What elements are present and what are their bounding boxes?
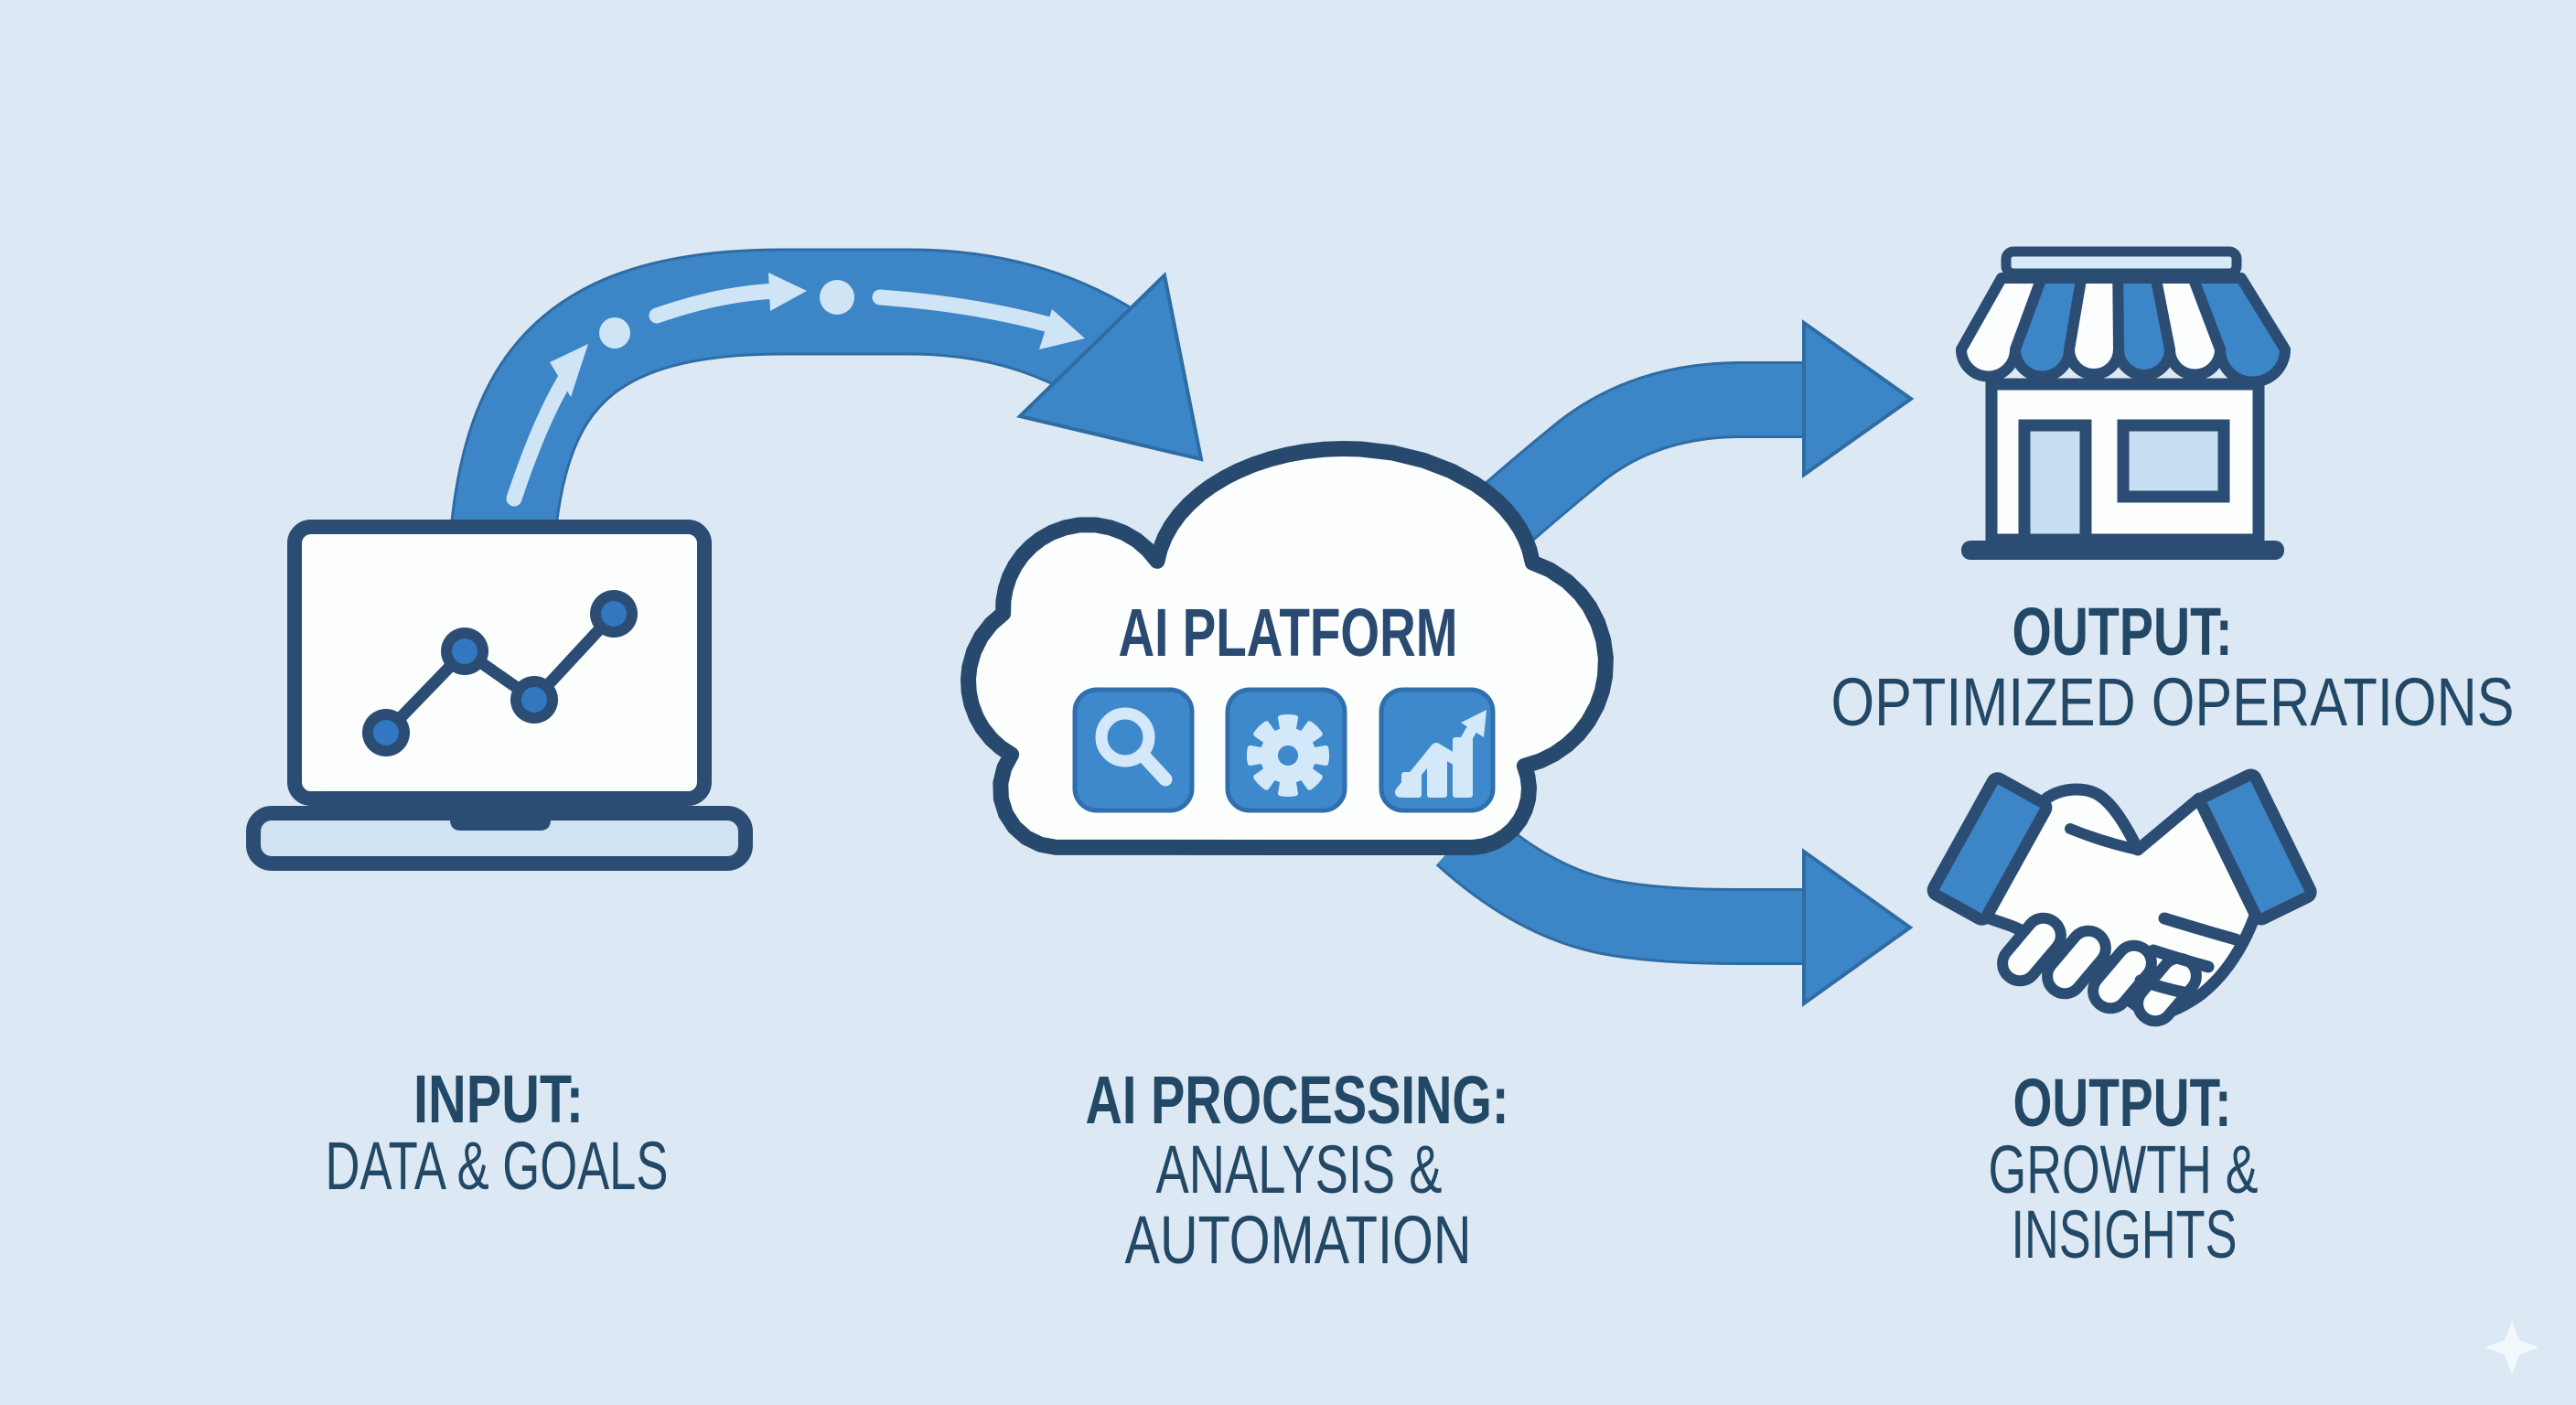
svg-text:OPTIMIZED OPERATIONS: OPTIMIZED OPERATIONS bbox=[1831, 664, 2515, 740]
svg-text:INPUT:: INPUT: bbox=[413, 1061, 584, 1137]
svg-text:INSIGHTS: INSIGHTS bbox=[2012, 1196, 2238, 1272]
svg-text:GROWTH &: GROWTH & bbox=[1989, 1132, 2259, 1207]
svg-text:OUTPUT:: OUTPUT: bbox=[2012, 594, 2233, 670]
svg-text:ANALYSIS &: ANALYSIS & bbox=[1156, 1132, 1443, 1207]
svg-text:AI PLATFORM: AI PLATFORM bbox=[1119, 595, 1458, 670]
svg-text:AI PROCESSING:: AI PROCESSING: bbox=[1086, 1062, 1509, 1138]
svg-text:AUTOMATION: AUTOMATION bbox=[1125, 1202, 1472, 1278]
svg-text:OUTPUT:: OUTPUT: bbox=[2013, 1065, 2232, 1141]
svg-text:DATA & GOALS: DATA & GOALS bbox=[326, 1128, 669, 1204]
